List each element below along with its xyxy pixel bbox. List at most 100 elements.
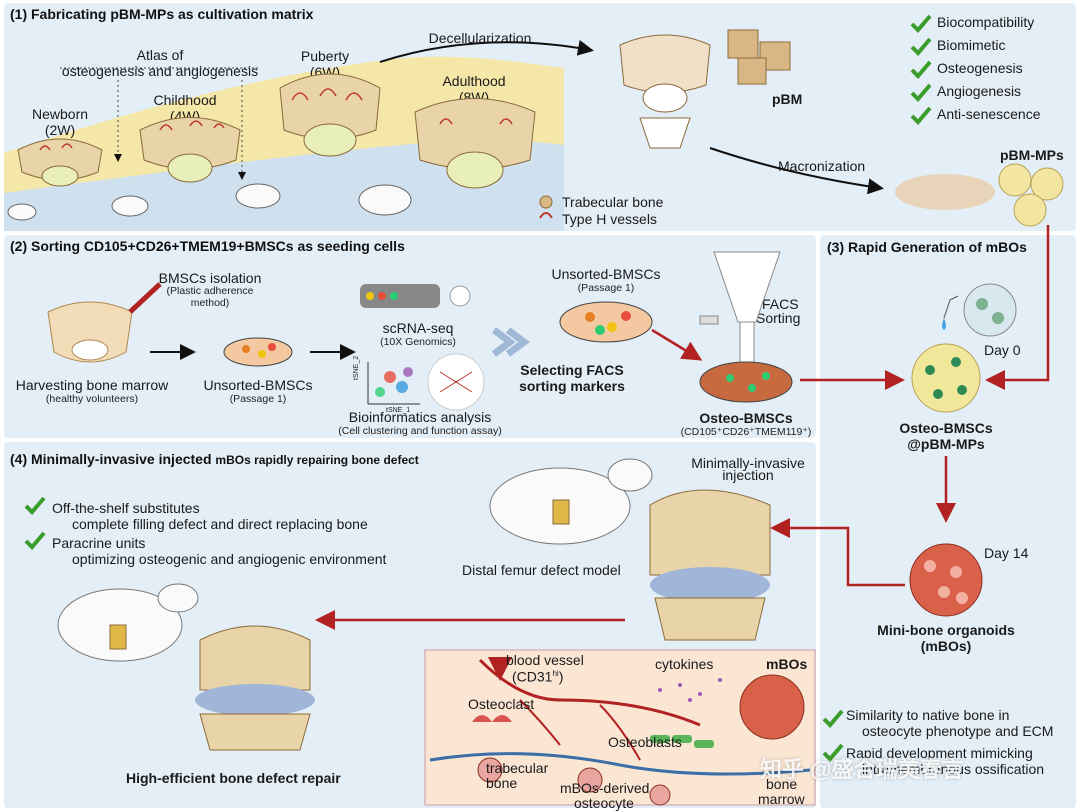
- day0-label: Day 0: [984, 342, 1021, 358]
- knee-injected: [649, 489, 771, 641]
- tsne2-label: tSNE_2: [353, 356, 360, 380]
- macronization-label: Macronization: [778, 158, 866, 174]
- cytokines-label: cytokines: [655, 656, 714, 672]
- mbos-line1: Mini-bone organoids: [877, 622, 1015, 638]
- section4-title-a: (4) Minimally-invasive injected: [10, 451, 216, 467]
- rat-icons: [7, 183, 412, 221]
- facs-line1: FACS: [762, 296, 799, 312]
- pbm-label: pBM: [772, 91, 803, 107]
- similarity-line1: Similarity to native bone in: [846, 707, 1010, 723]
- cd31-label: (CD31hi): [512, 666, 563, 685]
- knee-repaired: [195, 625, 315, 751]
- rat-injection: [489, 458, 653, 545]
- section1-graphics: [7, 29, 1064, 227]
- marrow-line1: bone: [766, 776, 798, 792]
- pelvis-icon: [47, 301, 133, 363]
- property-item: Biomimetic: [937, 37, 1006, 53]
- petri-dish-1: [223, 337, 293, 367]
- selecting-line1: Selecting FACS: [520, 362, 624, 378]
- unsorted2-passage: (Passage 1): [577, 282, 635, 294]
- check-icon: [24, 496, 46, 515]
- legend-trabecular: Trabecular bone: [562, 194, 664, 210]
- similarity-line2: osteocyte phenotype and ECM: [862, 723, 1054, 739]
- atlas-line1: Atlas of: [136, 47, 184, 63]
- watermark: 知乎 @盛合瑞美春言: [760, 757, 964, 782]
- osteo-pbm-line2: @pBM-MPs: [907, 436, 985, 452]
- bullet1-desc: complete filling defect and direct repla…: [72, 516, 368, 532]
- bullet2-title: Paracrine units: [52, 535, 146, 551]
- pbm-vertebra: [619, 34, 711, 149]
- selecting-line2: sorting markers: [519, 378, 625, 394]
- osteoblasts-label: Osteoblasts: [608, 734, 682, 750]
- mimicking-line2: intramembranous ossification: [862, 761, 1045, 777]
- harvest-label: Harvesting bone marrow: [15, 377, 169, 393]
- osteo-bmscs-label: Osteo-BMSCs: [699, 410, 793, 426]
- osteo-pbm-sphere: [911, 343, 981, 413]
- pbm-sponges: [727, 29, 791, 85]
- scrna-label: scRNA-seq: [382, 320, 454, 336]
- stage-childhood: Childhood: [153, 92, 217, 108]
- stage-newborn-age: (2W): [44, 122, 76, 138]
- check-icon: [910, 37, 932, 56]
- derived-line1: mBOs-derived: [560, 780, 650, 796]
- marrow-line2: marrow: [758, 791, 805, 807]
- unsorted2-label: Unsorted-BMSCs: [551, 266, 661, 282]
- vertebra-puberty: [279, 73, 381, 157]
- petri-dish-2: [559, 301, 653, 343]
- property-item: Anti-senescence: [937, 106, 1041, 122]
- check-icon: [822, 743, 844, 762]
- check-icon: [910, 83, 932, 102]
- petri-dish-osteo: [699, 361, 793, 403]
- section2-graphics: tSNE_2 tSNE_1: [47, 251, 793, 414]
- section4-title-b: mBOs rapidly repairing bone defect: [215, 453, 419, 467]
- pbm-mps-label: pBM-MPs: [1000, 147, 1064, 163]
- bmsc-isolation-sub2: method): [190, 297, 230, 309]
- unsorted-label: Unsorted-BMSCs: [203, 377, 313, 393]
- femur-model-label: Distal femur defect model: [462, 562, 621, 578]
- property-item: Biocompatibility: [937, 14, 1035, 30]
- vertebra-adulthood: [414, 98, 536, 189]
- trabecular-line2: bone: [486, 775, 518, 791]
- tsne1-label: tSNE_1: [386, 407, 410, 414]
- day14-label: Day 14: [984, 545, 1029, 561]
- harvest-sub: (healthy volunteers): [45, 393, 139, 405]
- check-icon: [910, 60, 932, 79]
- bioinformatics-sub: (Cell clustering and function assay): [338, 425, 502, 437]
- bullet1-title: Off-the-shelf substitutes: [52, 500, 200, 516]
- property-item: Osteogenesis: [937, 60, 1023, 76]
- bullet2-desc: optimizing osteogenic and angiogenic env…: [72, 551, 387, 567]
- stage-adulthood: Adulthood: [442, 73, 506, 89]
- section2-title: (2) Sorting CD105+CD26+TMEM19+BMSCs as s…: [10, 238, 405, 254]
- osteoclast-label: Osteoclast: [468, 696, 535, 712]
- osteo-pbm-line1: Osteo-BMSCs: [899, 420, 993, 436]
- legend-vessel: Type H vessels: [562, 211, 657, 227]
- bmsc-isolation: BMSCs isolation: [158, 270, 262, 286]
- injection-line2: injection: [722, 467, 774, 483]
- vertebra-childhood: [139, 117, 241, 183]
- mbos-inset-label: mBOs: [766, 656, 808, 672]
- property-item: Angiogenesis: [937, 83, 1022, 99]
- trabecular-line1: trabecular: [486, 760, 549, 776]
- cd31-end: ): [558, 668, 564, 685]
- mbos-organoid: [909, 543, 983, 617]
- repair-label: High-efficient bone defect repair: [126, 770, 341, 786]
- stage-newborn: Newborn: [31, 106, 89, 122]
- mimicking-line1: Rapid development mimicking: [846, 745, 1033, 761]
- check-icon: [910, 14, 932, 33]
- bioinformatics-label: Bioinformatics analysis: [348, 409, 492, 425]
- section3-title: (3) Rapid Generation of mBOs: [827, 239, 1027, 255]
- section4-title: (4) Minimally-invasive injected mBOs rap…: [10, 451, 419, 467]
- check-icon: [910, 106, 932, 125]
- cd31-sup: hi: [552, 669, 559, 678]
- derived-line2: osteocyte: [574, 795, 634, 811]
- stage-puberty: Puberty: [300, 48, 350, 64]
- injection-line1: Minimally-invasive: [691, 455, 805, 471]
- facs-line2: Sorting: [756, 310, 801, 326]
- vertebra-newborn: [17, 138, 103, 187]
- check-icon: [822, 709, 844, 728]
- mbos-line2: (mBOs): [920, 638, 972, 654]
- check-icon: [24, 531, 46, 550]
- bmsc-isolation-sub1: (Plastic adherence: [166, 285, 254, 297]
